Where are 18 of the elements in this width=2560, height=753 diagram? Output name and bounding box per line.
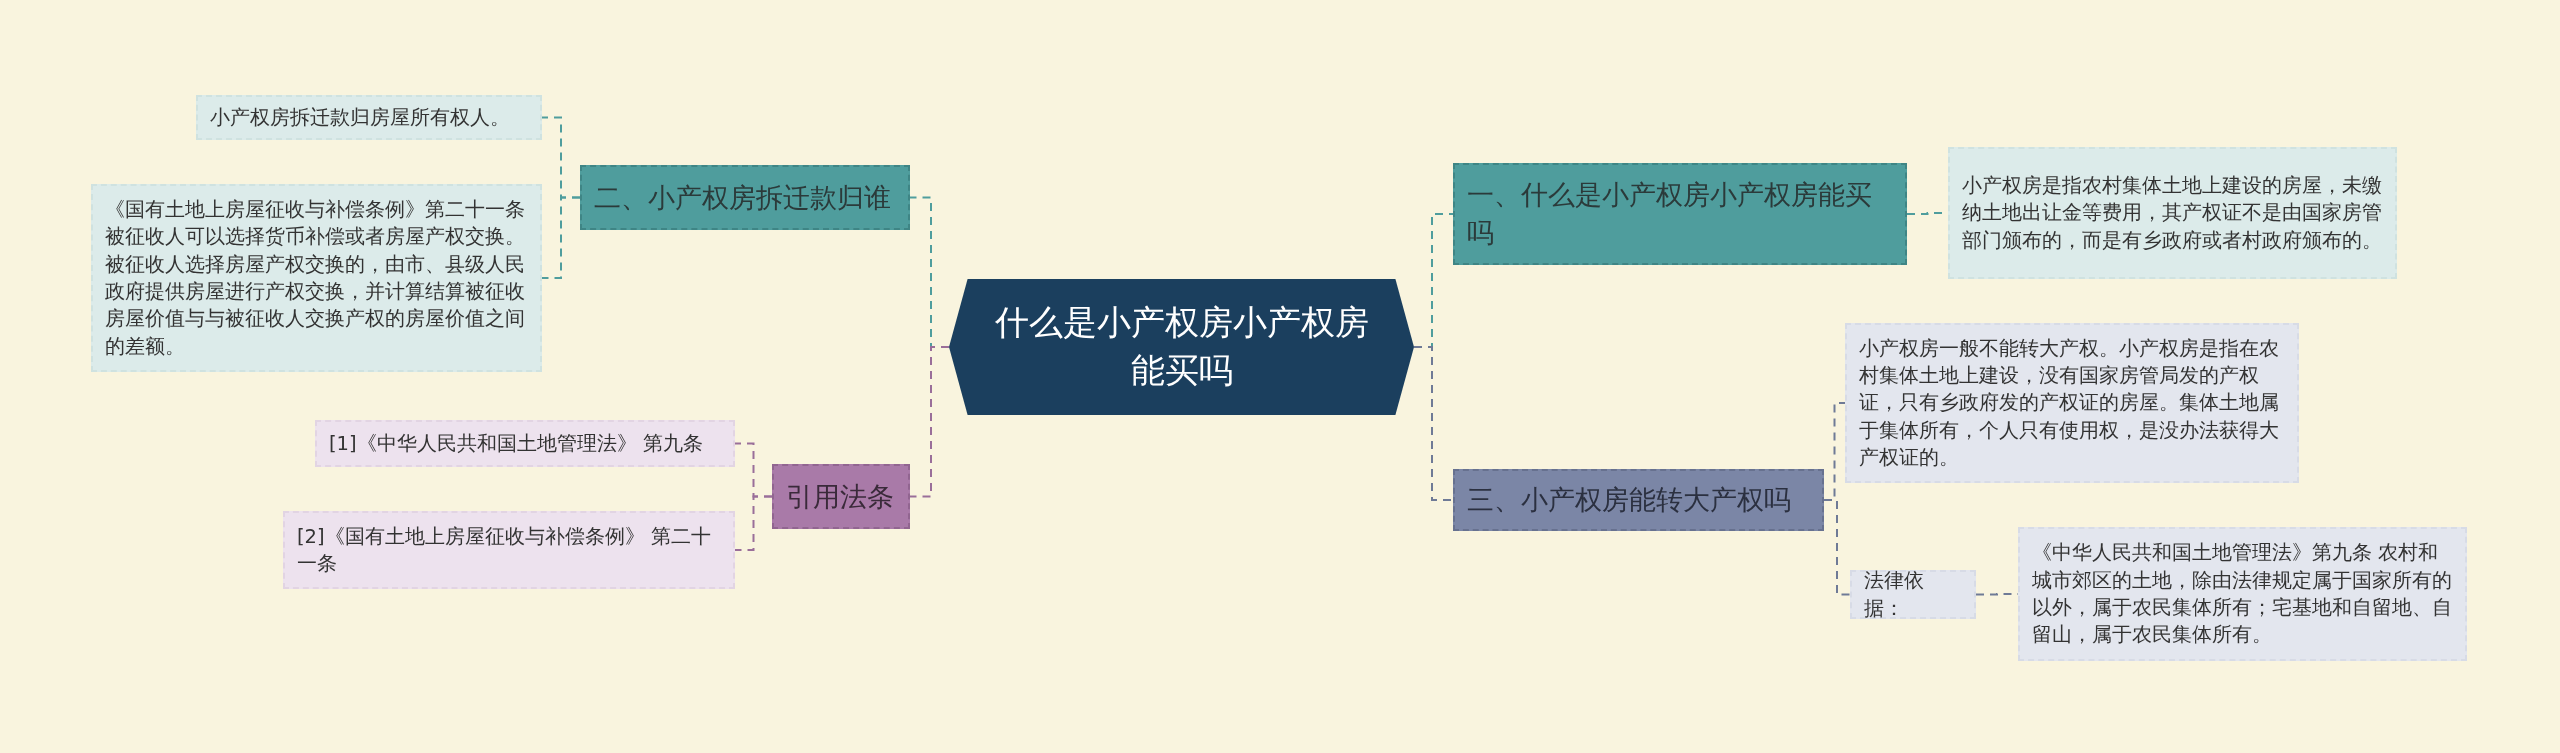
connector xyxy=(734,495,773,551)
note-box: 小产权房拆迁款归房屋所有权人。 xyxy=(196,95,542,140)
note-box: 《中华人民共和国土地管理法》第九条 农村和城市郊区的土地，除由法律规定属于国家所有的以外，属于农民集体所有；宅基地和自留地、自留山，属于农民集体所有。 xyxy=(2018,527,2467,661)
topic-box: 一、什么是小产权房小产权房能买吗 xyxy=(1453,163,1907,265)
topic-box: 二、小产权房拆迁款归谁 xyxy=(580,165,910,230)
connector xyxy=(1413,346,1454,501)
note-box: 法律依据： xyxy=(1850,570,1976,619)
connector xyxy=(1823,499,1851,596)
note-box: [2]《国有土地上房屋征收与补偿条例》 第二十一条 xyxy=(283,511,735,589)
topic-box: 引用法条 xyxy=(772,464,910,529)
central-topic: 什么是小产权房小产权房能买吗 xyxy=(949,279,1414,415)
connector xyxy=(909,346,950,498)
note-box: [1]《中华人民共和国土地管理法》 第九条 xyxy=(315,420,735,467)
connector xyxy=(541,196,581,279)
topic-box: 三、小产权房能转大产权吗 xyxy=(1453,469,1824,531)
note-box: 小产权房是指农村集体土地上建设的房屋，未缴纳土地出让金等费用，其产权证不是由国家房管部门颁布的，而是有乡政府或者村政府颁布的。 xyxy=(1948,147,2397,279)
note-box: 《国有土地上房屋征收与补偿条例》第二十一条被征收人可以选择货币补偿或者房屋产权交换。被征收人选择房屋产权交换的，由市、县级人民政府提供房屋进行产权交换，并计算结算被征收房屋价值与与被征收人交换产权的房屋价值之间的差额。 xyxy=(91,184,542,372)
note-box: 小产权房一般不能转大产权。小产权房是指在农村集体土地上建设，没有国家房管局发的产权证，只有乡政府发的产权证的房屋。集体土地属于集体所有，个人只有使用权，是没办法获得大产权证的。 xyxy=(1845,323,2299,483)
